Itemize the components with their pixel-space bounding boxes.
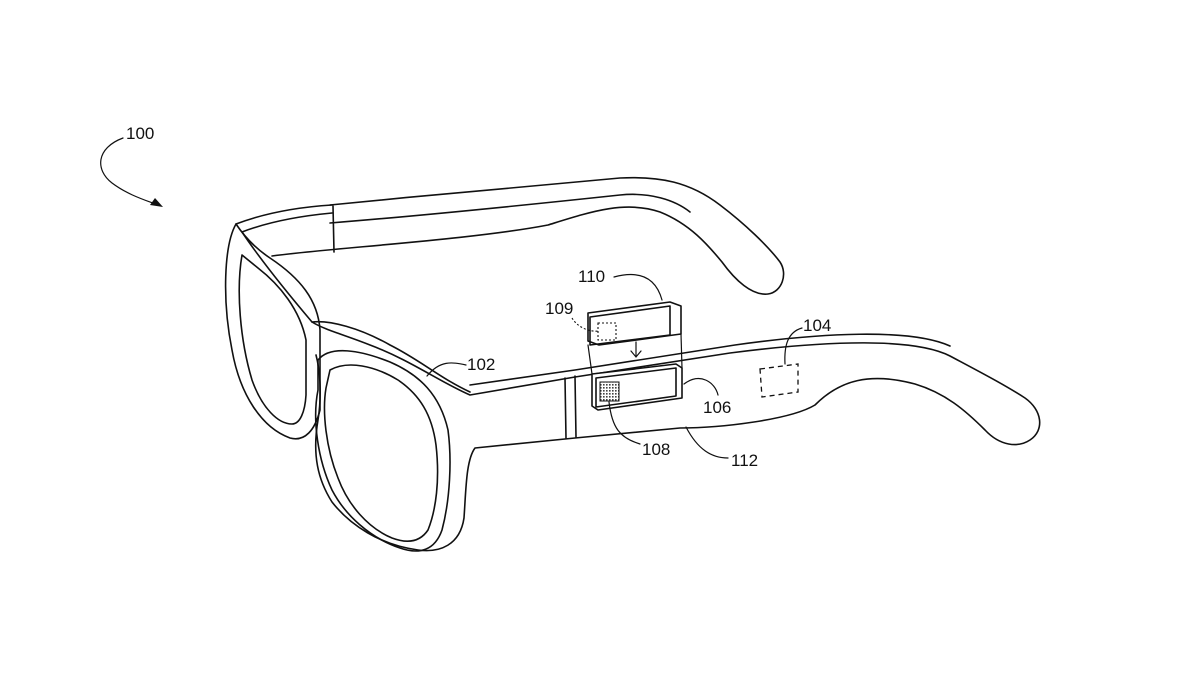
label-112: 112 xyxy=(731,451,758,470)
right-lens-inner xyxy=(323,364,439,543)
module-110-front xyxy=(589,305,671,346)
frame-brow-line xyxy=(311,320,471,393)
label-110: 110 xyxy=(578,267,605,286)
hinge-joint-2 xyxy=(574,375,577,438)
leader-109 xyxy=(571,317,599,332)
leader-104 xyxy=(784,327,803,365)
label-109: 109 xyxy=(545,299,573,318)
far-temple-inner xyxy=(329,193,691,224)
right-lens-outer xyxy=(314,349,451,552)
left-lens-inner xyxy=(238,254,307,425)
frame-top-inner xyxy=(241,212,333,233)
far-hinge-line xyxy=(332,205,335,253)
insert-arrow-head xyxy=(630,350,642,358)
component-104-dashed xyxy=(759,363,799,398)
leader-102 xyxy=(426,362,467,377)
label-100: 100 xyxy=(126,124,154,143)
label-104: 104 xyxy=(803,316,831,335)
leader-110 xyxy=(613,273,663,301)
label-102: 102 xyxy=(467,355,495,374)
module-110 xyxy=(587,301,682,346)
label-108: 108 xyxy=(642,440,670,459)
component-109-dashed xyxy=(597,322,617,341)
far-temple xyxy=(271,176,785,295)
arrow-100-head xyxy=(150,198,163,207)
frame-top-edge xyxy=(235,204,333,225)
projection-line-left xyxy=(587,344,593,375)
projection-line-right xyxy=(680,333,683,369)
component-108-hatched xyxy=(599,381,620,402)
hinge-joint xyxy=(564,377,567,439)
temple-top-line xyxy=(469,333,951,386)
label-106: 106 xyxy=(703,398,731,417)
left-lens-outer xyxy=(224,223,321,440)
leader-106 xyxy=(683,378,719,396)
leader-108 xyxy=(608,401,641,445)
arrow-100-leader xyxy=(100,137,159,206)
leader-112 xyxy=(685,426,729,459)
socket-106-front xyxy=(595,367,677,408)
